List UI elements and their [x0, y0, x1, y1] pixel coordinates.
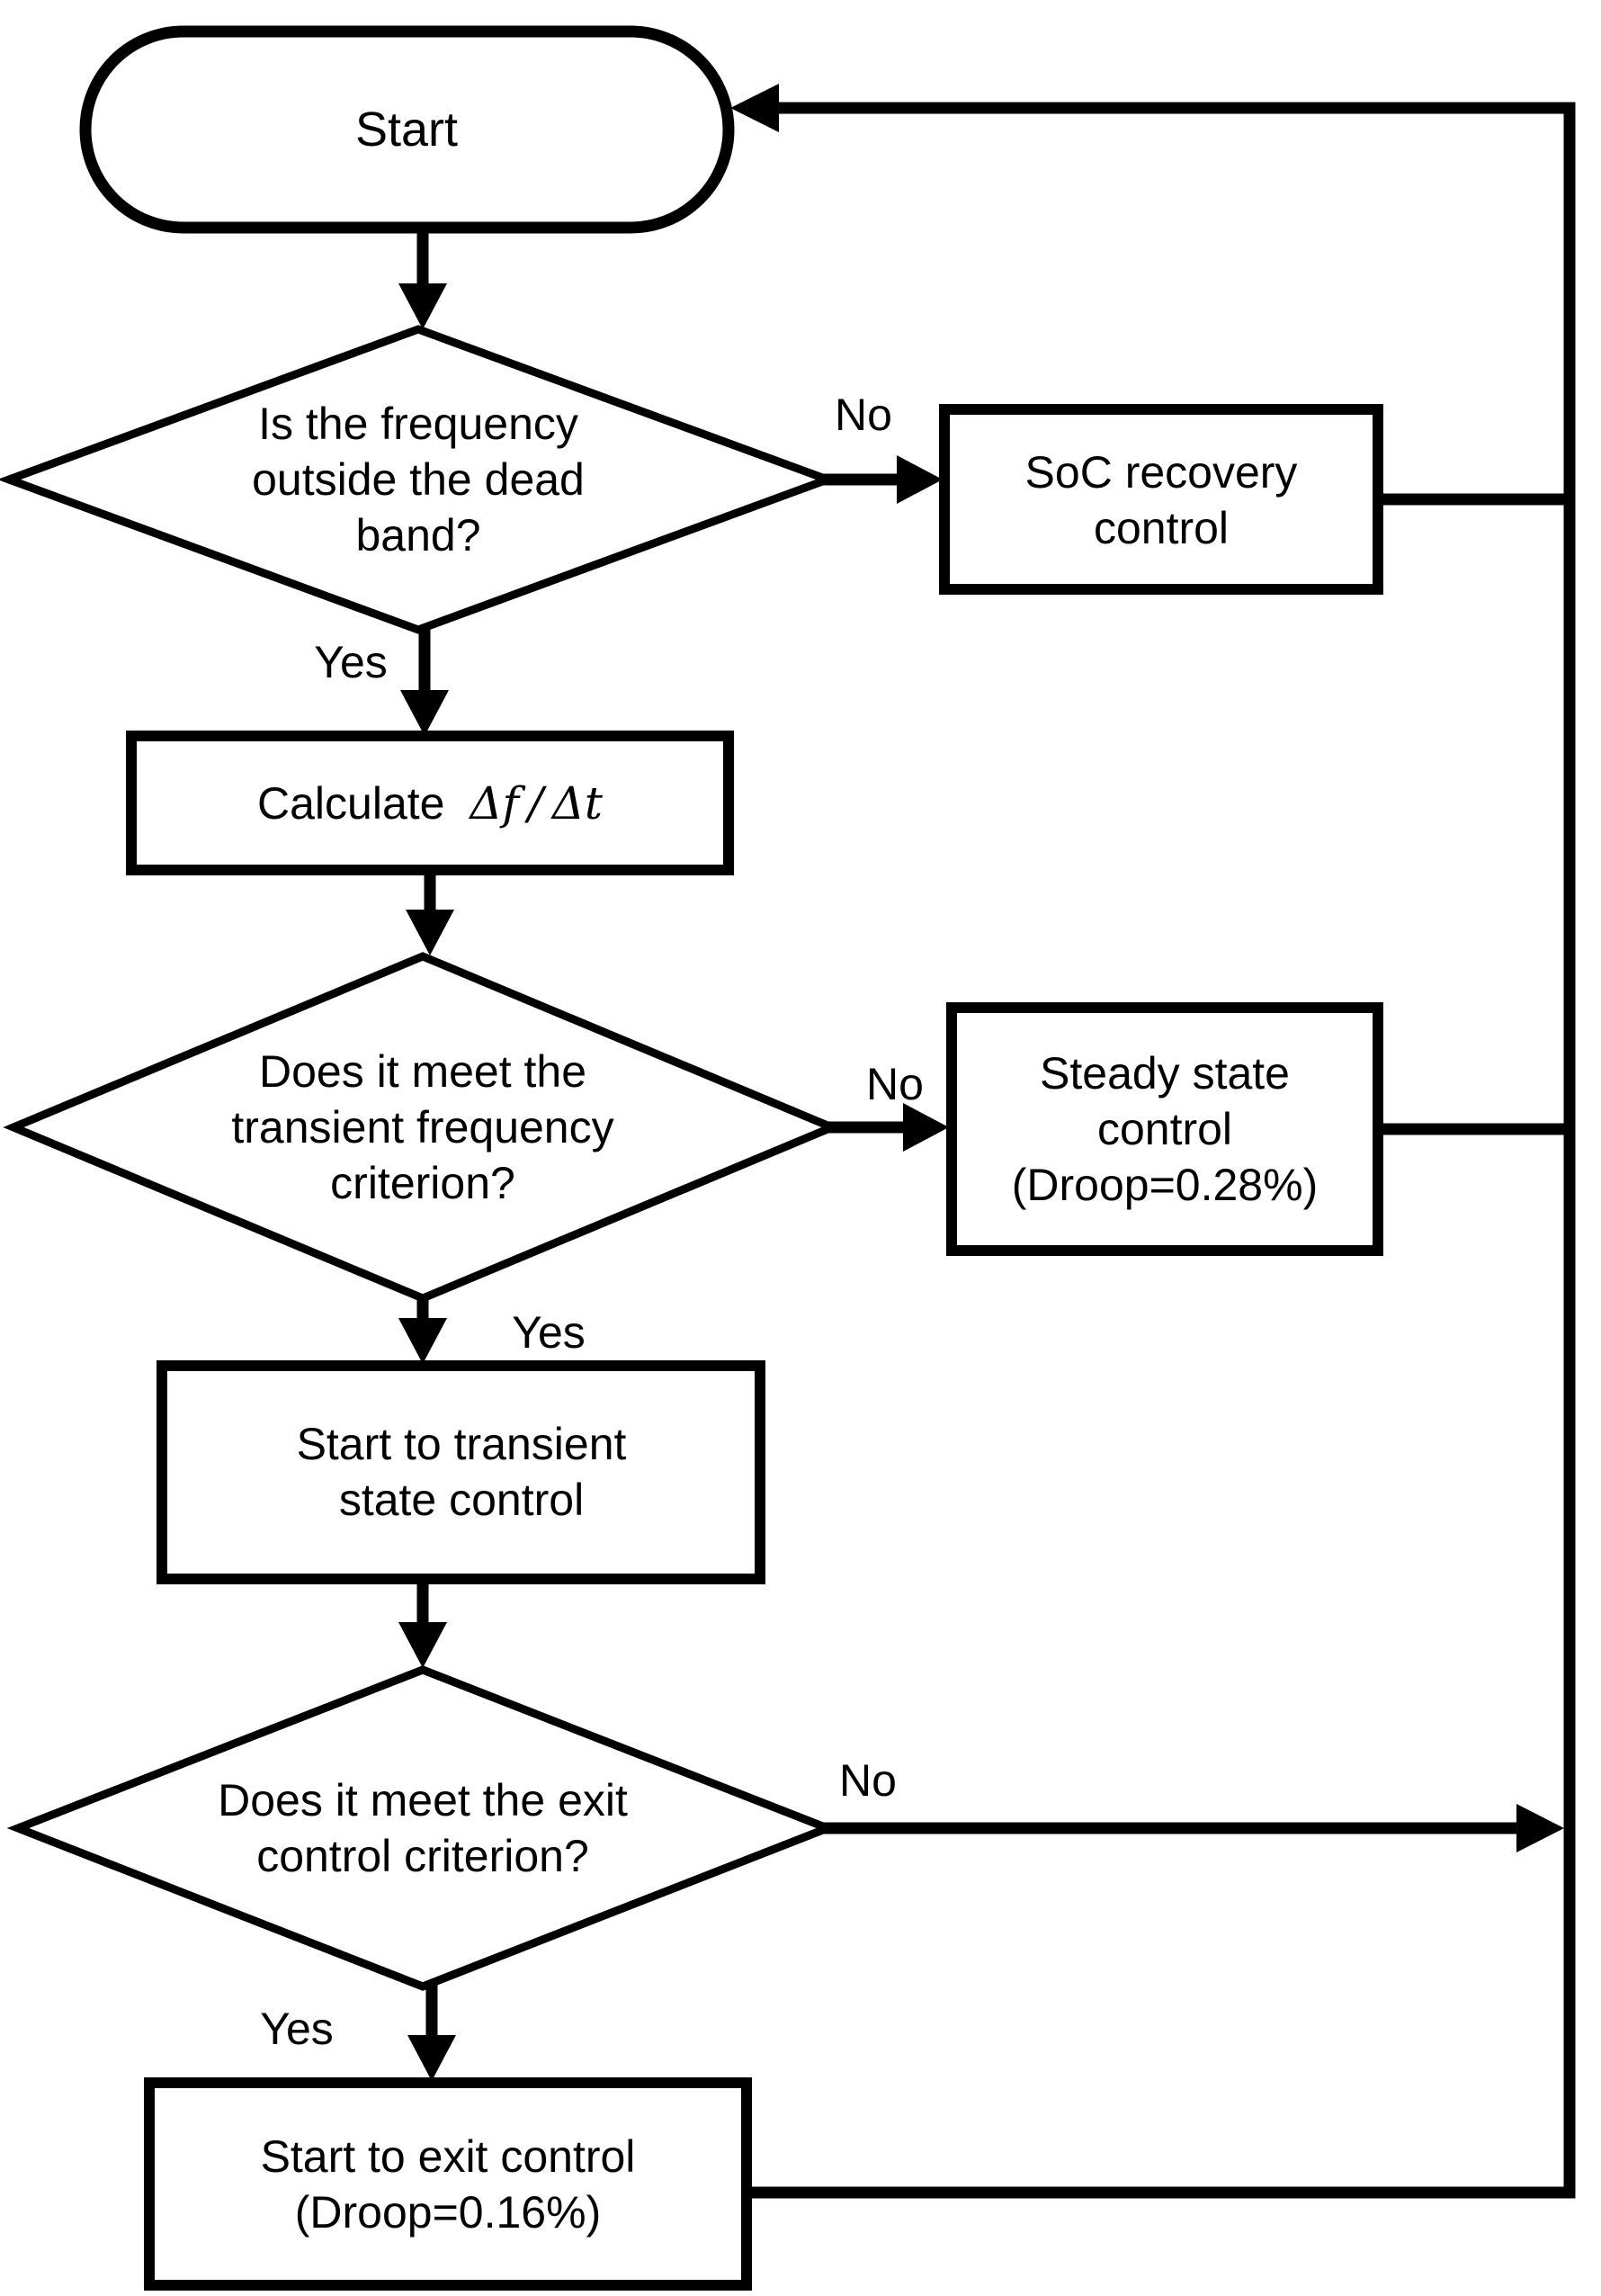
edge-labels: No Yes No Yes No Yes: [260, 390, 924, 2054]
feedback-loop: [730, 84, 1576, 2199]
steady-state-line2: control: [1097, 1104, 1232, 1154]
calculate-label: Calculate Δf / Δt: [257, 777, 604, 830]
exit-criterion-line2: control criterion?: [256, 1831, 589, 1881]
edge-label-no-1: No: [835, 390, 892, 440]
arrowhead-soc: [897, 455, 943, 504]
edge-label-yes-2: Yes: [512, 1307, 586, 1358]
arrowhead-into-start: [730, 84, 779, 132]
soc-recovery-box: SoC recovery control: [939, 404, 1383, 595]
arrowhead-exit: [407, 2035, 456, 2081]
transient-criterion-line3: criterion?: [330, 1158, 515, 1208]
start-label: Start: [355, 103, 458, 157]
steady-state-line1: Steady state: [1040, 1048, 1290, 1099]
transient-control-box: Start to transient state control: [157, 1360, 765, 1584]
soc-recovery-line1: SoC recovery: [1025, 447, 1298, 498]
arrowhead-steady: [903, 1103, 949, 1152]
exit-control-line1: Start to exit control: [261, 2131, 636, 2182]
transient-criterion-line2: transient frequency: [231, 1102, 613, 1152]
flow-arrows: [398, 221, 1564, 2081]
exit-control-line2: (Droop=0.16%): [295, 2187, 601, 2238]
calculate-label-math: Δf / Δt: [468, 777, 604, 830]
soc-recovery-shape: [939, 404, 1383, 595]
dead-band-text-line3: band?: [355, 510, 480, 561]
arrowhead-calculate: [400, 690, 449, 736]
arrowhead-transient: [398, 1318, 447, 1364]
calculate-box: Calculate Δf / Δt: [126, 731, 734, 875]
transient-control-line2: state control: [339, 1475, 584, 1525]
calculate-label-prefix: Calculate: [257, 778, 457, 829]
steady-state-box: Steady state control (Droop=0.28%): [946, 1002, 1383, 1256]
dead-band-text-line2: outside the dead: [252, 454, 585, 505]
dead-band-decision: Is the frequency outside the dead band?: [0, 325, 840, 634]
start-shape: [79, 25, 735, 234]
exit-control-box: Start to exit control (Droop=0.16%): [144, 2077, 752, 2291]
arrowhead-decision3: [398, 1622, 447, 1668]
arrowhead-decision2: [406, 910, 454, 955]
dead-band-diamond: [0, 325, 840, 634]
transient-criterion-decision: Does it meet the transient frequency cri…: [3, 952, 843, 1303]
steady-state-shape: [946, 1002, 1383, 1256]
arrowhead-decision3-no: [1516, 1804, 1564, 1852]
transient-control-shape: [157, 1360, 765, 1584]
edge-label-no-2: No: [866, 1059, 924, 1109]
edge-label-yes-3: Yes: [260, 2004, 334, 2054]
soc-recovery-line2: control: [1094, 503, 1229, 553]
steady-state-line3: (Droop=0.28%): [1012, 1160, 1318, 1210]
transient-criterion-line1: Does it meet the: [259, 1046, 586, 1097]
start-terminator: Start: [79, 25, 735, 234]
exit-criterion-line1: Does it meet the exit: [218, 1775, 628, 1825]
edge-label-no-3: No: [839, 1755, 897, 1806]
arrowhead-decision1: [398, 283, 447, 329]
exit-criterion-diamond: [6, 1665, 839, 1991]
exit-control-shape: [144, 2077, 752, 2291]
exit-criterion-decision: Does it meet the exit control criterion?: [6, 1665, 839, 1991]
transient-control-line1: Start to transient: [297, 1419, 627, 1469]
dead-band-text-line1: Is the frequency: [258, 399, 578, 449]
transient-criterion-diamond: [3, 952, 843, 1303]
edge-label-yes-1: Yes: [314, 637, 388, 687]
calculate-shape: [126, 731, 734, 875]
